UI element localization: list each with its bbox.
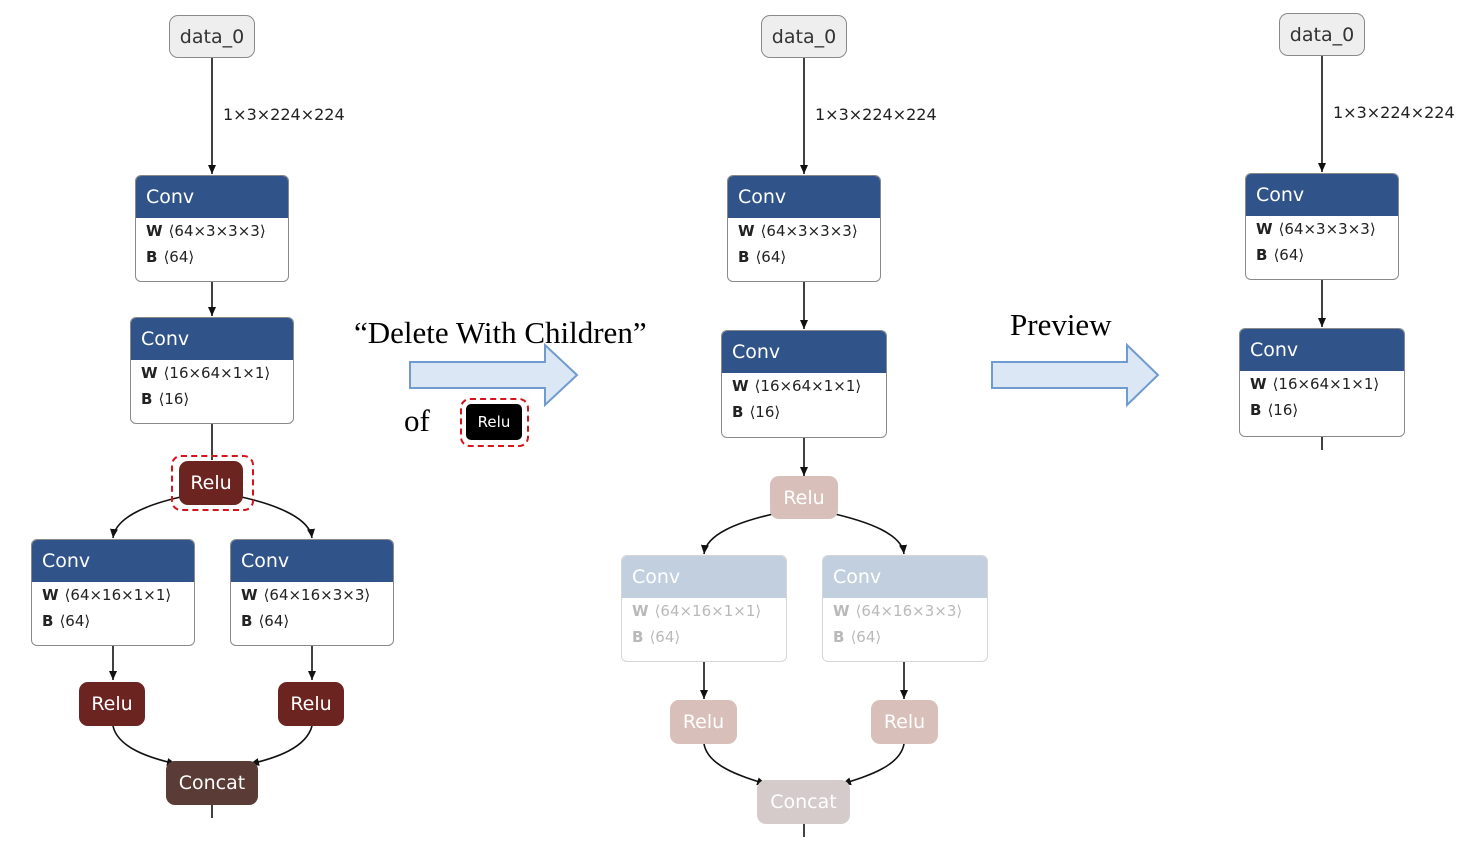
weight-row: W⟨64×16×3×3⟩: [241, 586, 371, 604]
of-caption: of: [404, 403, 430, 438]
conv-node[interactable]: Conv W⟨64×3×3×3⟩ B⟨64⟩: [135, 175, 289, 282]
node-op-label: Conv: [136, 176, 288, 218]
relu-node-faded[interactable]: Relu: [670, 700, 737, 744]
bias-row: B⟨16⟩: [141, 390, 190, 408]
input-shape-label: 1×3×224×224: [815, 105, 937, 124]
weight-row: W⟨64×16×3×3⟩: [833, 602, 963, 620]
block-arrow-delete: [409, 342, 579, 408]
relu-node[interactable]: Relu: [278, 682, 344, 726]
node-op-label: Conv: [231, 540, 393, 582]
panel-marked-edges: [700, 58, 908, 837]
weight-row: W⟨64×3×3×3⟩: [738, 222, 858, 240]
weight-row: W⟨64×3×3×3⟩: [146, 222, 266, 240]
weight-row: W⟨64×3×3×3⟩: [1256, 220, 1376, 238]
bias-row: B⟨64⟩: [632, 628, 681, 646]
relu-node-selected[interactable]: Relu: [179, 461, 243, 505]
conv-node-faded[interactable]: Conv W⟨64×16×3×3⟩ B⟨64⟩: [822, 555, 988, 662]
concat-node[interactable]: Concat: [166, 761, 258, 805]
relu-node[interactable]: Relu: [79, 682, 145, 726]
action-caption: “Delete With Children”: [354, 315, 647, 350]
conv-node[interactable]: Conv W⟨64×16×1×1⟩ B⟨64⟩: [31, 539, 195, 646]
bias-row: B⟨64⟩: [1256, 246, 1305, 264]
node-op-label: Conv: [32, 540, 194, 582]
relu-node-faded[interactable]: Relu: [770, 476, 838, 519]
conv-node[interactable]: Conv W⟨64×3×3×3⟩ B⟨64⟩: [1245, 173, 1399, 280]
bias-row: B⟨64⟩: [42, 612, 91, 630]
conv-node[interactable]: Conv W⟨64×3×3×3⟩ B⟨64⟩: [727, 175, 881, 282]
relu-node-faded[interactable]: Relu: [871, 700, 938, 744]
node-op-label: Conv: [823, 556, 987, 598]
weight-row: W⟨16×64×1×1⟩: [1250, 375, 1380, 393]
bias-row: B⟨64⟩: [738, 248, 787, 266]
node-op-label: Conv: [622, 556, 786, 598]
input-shape-label: 1×3×224×224: [1333, 103, 1455, 122]
concat-node-faded[interactable]: Concat: [757, 780, 850, 824]
conv-node[interactable]: Conv W⟨16×64×1×1⟩ B⟨16⟩: [721, 330, 887, 438]
conv-node[interactable]: Conv W⟨64×16×3×3⟩ B⟨64⟩: [230, 539, 394, 646]
conv-node[interactable]: Conv W⟨16×64×1×1⟩ B⟨16⟩: [1239, 328, 1405, 437]
input-node[interactable]: data_0: [169, 15, 255, 58]
conv-node-faded[interactable]: Conv W⟨64×16×1×1⟩ B⟨64⟩: [621, 555, 787, 662]
node-op-label: Conv: [1246, 174, 1398, 216]
relu-node-legend: Relu: [466, 404, 522, 440]
selection-highlight: [171, 455, 254, 511]
weight-row: W⟨16×64×1×1⟩: [141, 364, 271, 382]
selection-highlight-legend: [460, 398, 529, 447]
weight-row: W⟨64×16×1×1⟩: [42, 586, 172, 604]
node-op-label: Conv: [722, 331, 886, 373]
weight-row: W⟨16×64×1×1⟩: [732, 377, 862, 395]
bias-row: B⟨64⟩: [241, 612, 290, 630]
node-op-label: Conv: [1240, 329, 1404, 371]
bias-row: B⟨16⟩: [732, 403, 781, 421]
preview-caption: Preview: [1010, 307, 1112, 342]
bias-row: B⟨16⟩: [1250, 401, 1299, 419]
conv-node[interactable]: Conv W⟨16×64×1×1⟩ B⟨16⟩: [130, 317, 294, 424]
node-op-label: Conv: [728, 176, 880, 218]
node-op-label: Conv: [131, 318, 293, 360]
block-arrow-preview: [991, 342, 1160, 408]
input-node[interactable]: data_0: [1279, 13, 1365, 56]
bias-row: B⟨64⟩: [146, 248, 195, 266]
weight-row: W⟨64×16×1×1⟩: [632, 602, 762, 620]
input-node[interactable]: data_0: [761, 15, 847, 58]
bias-row: B⟨64⟩: [833, 628, 882, 646]
panel-original-edges: [109, 58, 316, 818]
input-shape-label: 1×3×224×224: [223, 105, 345, 124]
